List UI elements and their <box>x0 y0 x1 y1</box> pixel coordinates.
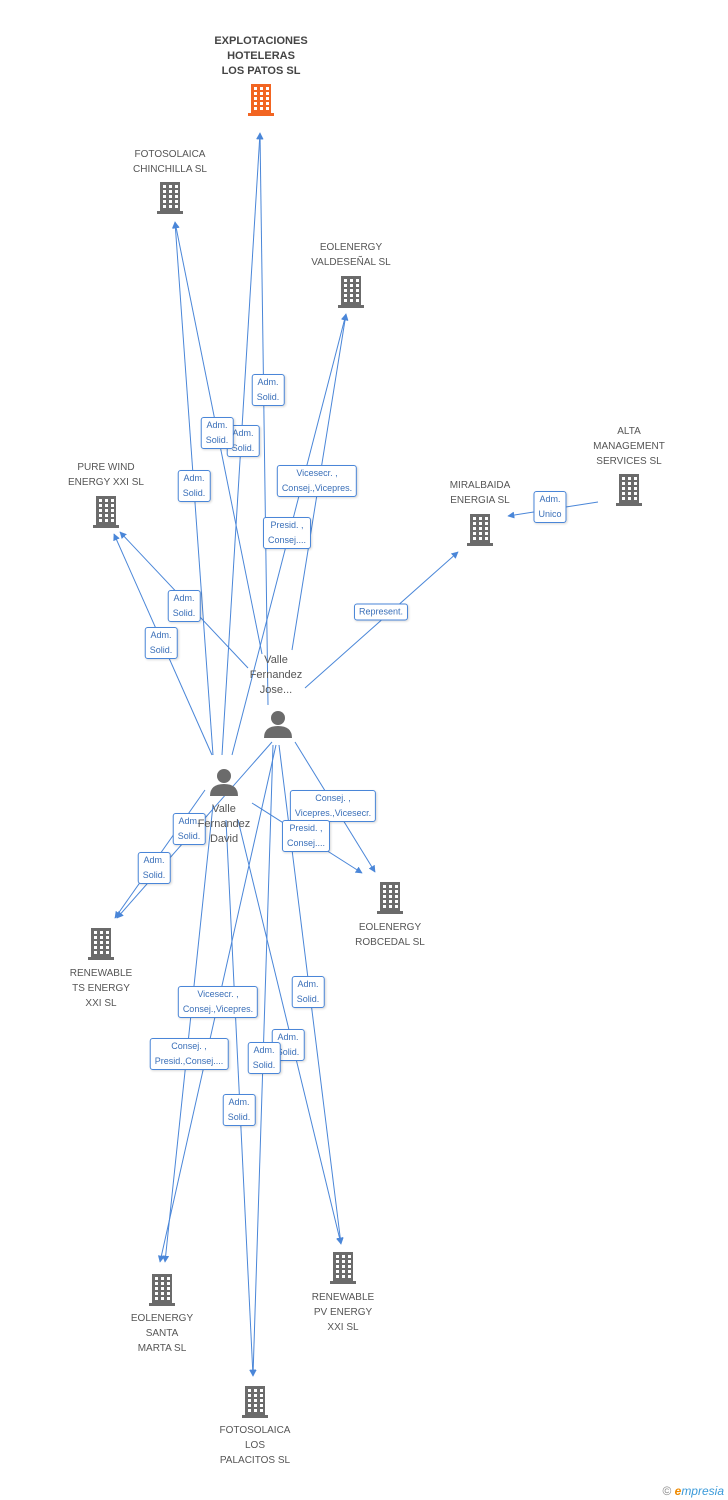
building-icon-renewable-ts[interactable] <box>88 928 114 960</box>
building-icon-alta-management[interactable] <box>616 474 642 506</box>
edge-label-valle-jose-to-miralbaida[interactable]: Represent. <box>353 603 409 621</box>
edge-label-valle-jose-to-renewable-ts[interactable]: Adm. Solid. <box>172 813 206 845</box>
brand-logo[interactable]: © empresia <box>662 1484 724 1498</box>
edge-label-valle-jose-to-pure-wind[interactable]: Adm. Solid. <box>167 590 201 622</box>
edge-label-valle-david-to-fotosolaica-chinchilla[interactable]: Adm. Solid. <box>177 470 211 502</box>
edge-valle-david-to-eolenergy-santa-marta <box>162 804 214 1263</box>
building-icon-miralbaida[interactable] <box>467 514 493 546</box>
person-icon-valle-jose[interactable] <box>264 711 292 738</box>
building-icon-eolenergy-robcedal[interactable] <box>377 882 403 914</box>
edge-label-valle-david-to-eolenergy-valdesenal[interactable]: Presid. , Consej.... <box>262 517 312 549</box>
brand-first-letter: e <box>674 1484 682 1498</box>
company-label-renewable-pv[interactable]: RENEWABLE PV ENERGY XXI SL <box>311 1292 375 1333</box>
edge-label-valle-david-to-eolenergy-santa-marta[interactable]: Consej. , Presid.,Consej.... <box>149 1038 229 1070</box>
edges-layer <box>113 132 599 1377</box>
building-icon-pure-wind[interactable] <box>93 496 119 528</box>
edge-label-valle-jose-to-fotosolaica-palacitos[interactable]: Adm. Solid. <box>247 1042 281 1074</box>
brand-name: mpresia <box>681 1484 724 1498</box>
edge-label-valle-jose-to-renewable-pv[interactable]: Adm. Solid. <box>291 976 325 1008</box>
person-label-valle-jose[interactable]: Valle Fernandez Jose... <box>249 654 303 696</box>
company-label-eolenergy-valdesenal[interactable]: EOLENERGY VALDESEÑAL SL <box>311 242 391 268</box>
edge-label-valle-jose-to-explotaciones[interactable]: Adm. Solid. <box>251 374 285 406</box>
edge-valle-jose-to-explotaciones <box>256 132 269 706</box>
edge-label-valle-david-to-eolenergy-robcedal[interactable]: Presid. , Consej.... <box>281 820 331 852</box>
company-label-fotosolaica-palacitos[interactable]: FOTOSOLAICA LOS PALACITOS SL <box>219 1425 291 1466</box>
edge-label-valle-jose-to-eolenergy-valdesenal[interactable]: Vicesecr. , Consej.,Vicepres. <box>276 465 358 497</box>
company-label-eolenergy-santa-marta[interactable]: EOLENERGY SANTA MARTA SL <box>130 1313 194 1354</box>
edge-label-valle-jose-to-eolenergy-robcedal[interactable]: Consej. , Vicepres.,Vicesecr. <box>289 790 377 822</box>
company-label-fotosolaica-chinchilla[interactable]: FOTOSOLAICA CHINCHILLA SL <box>133 149 207 175</box>
person-icon-valle-david[interactable] <box>210 769 238 796</box>
edge-label-valle-david-to-pure-wind[interactable]: Adm. Solid. <box>144 627 178 659</box>
copyright-symbol: © <box>662 1484 672 1498</box>
edge-label-valle-jose-to-fotosolaica-chinchilla[interactable]: Adm. Solid. <box>200 417 234 449</box>
building-icon-fotosolaica-chinchilla[interactable] <box>157 182 183 214</box>
company-label-explotaciones[interactable]: EXPLOTACIONES HOTELERAS LOS PATOS SL <box>214 35 308 77</box>
company-label-renewable-ts[interactable]: RENEWABLE TS ENERGY XXI SL <box>69 968 133 1009</box>
building-icon-fotosolaica-palacitos[interactable] <box>242 1386 268 1418</box>
nodes-layer <box>88 84 642 1418</box>
edge-label-valle-david-to-fotosolaica-palacitos[interactable]: Adm. Solid. <box>222 1094 256 1126</box>
person-label-valle-david[interactable]: Valle Fernandez David <box>197 803 251 845</box>
building-icon-eolenergy-valdesenal[interactable] <box>338 276 364 308</box>
company-label-miralbaida[interactable]: MIRALBAIDA ENERGIA SL <box>449 480 511 506</box>
building-icon-explotaciones[interactable] <box>248 84 274 116</box>
company-label-pure-wind[interactable]: PURE WIND ENERGY XXI SL <box>68 462 144 488</box>
edge-label-valle-jose-to-eolenergy-santa-marta[interactable]: Vicesecr. , Consej.,Vicepres. <box>177 986 259 1018</box>
edge-label-alta-management-to-miralbaida[interactable]: Adm. Unico <box>533 491 567 523</box>
edge-label-valle-david-to-renewable-ts[interactable]: Adm. Solid. <box>137 852 171 884</box>
building-icon-eolenergy-santa-marta[interactable] <box>149 1274 175 1306</box>
company-label-eolenergy-robcedal[interactable]: EOLENERGY ROBCEDAL SL <box>355 922 425 948</box>
building-icon-renewable-pv[interactable] <box>330 1252 356 1284</box>
company-label-alta-management[interactable]: ALTA MANAGEMENT SERVICES SL <box>593 426 665 467</box>
